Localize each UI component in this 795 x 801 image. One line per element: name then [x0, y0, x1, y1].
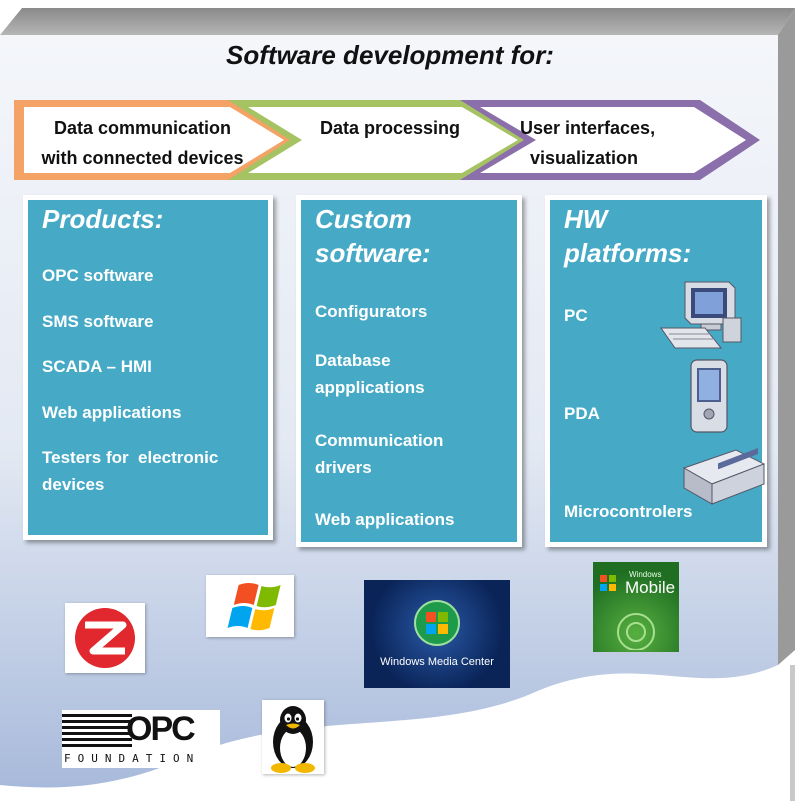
list-item: Microcontrolers	[564, 502, 693, 521]
windows-flag-icon	[600, 575, 616, 591]
zigbee-logo	[65, 603, 145, 673]
pda-icon	[690, 359, 728, 433]
chevron-data-processing	[228, 100, 532, 180]
flow-step-3-label: User interfaces,visualization	[520, 118, 656, 168]
linux-tux-logo	[262, 700, 324, 774]
list-item: PC	[564, 306, 588, 325]
wm-small-text: Windows	[629, 570, 662, 579]
opc-foundation-logo: OPC FOUNDATION	[62, 710, 220, 768]
chevron-data-communication	[14, 100, 296, 180]
process-flow	[14, 100, 760, 180]
wm-text: Mobile	[625, 578, 676, 597]
target-rings-icon	[617, 613, 655, 650]
chevron-user-interfaces	[460, 100, 760, 180]
list-item: SCADA – HMI	[42, 357, 152, 376]
list-item: OPC software	[42, 266, 154, 285]
microcontroller-icon	[682, 448, 766, 505]
wmc-caption: Windows Media Center	[380, 656, 494, 668]
windows-mobile-logo: Windows Mobile	[593, 562, 679, 652]
list-item: PDA	[564, 404, 600, 423]
windows-logo	[206, 575, 294, 637]
windows-media-center-logo: Windows Media Center	[364, 580, 510, 688]
list-item: Testers for electronic devices	[42, 448, 224, 494]
list-item: Communication drivers	[315, 431, 444, 477]
list-item: SMS software	[42, 312, 154, 331]
list-item: Web applications	[315, 510, 455, 529]
opc-sub-text: FOUNDATION	[64, 752, 201, 765]
list-item: Configurators	[315, 302, 428, 321]
list-item: Database appplications	[315, 351, 425, 397]
pc-icon	[660, 281, 742, 349]
products-box: Products: OPC software SMS software SCAD…	[23, 195, 273, 540]
page-title: Software development for:	[226, 40, 554, 70]
opc-stripes-icon	[62, 714, 132, 747]
list-item: Web applications	[42, 403, 182, 422]
opc-text: OPC	[126, 710, 196, 748]
windows-flag-icon	[414, 600, 460, 646]
flow-step-2-label: Data processing	[319, 118, 461, 138]
products-title: Products:	[42, 204, 164, 234]
